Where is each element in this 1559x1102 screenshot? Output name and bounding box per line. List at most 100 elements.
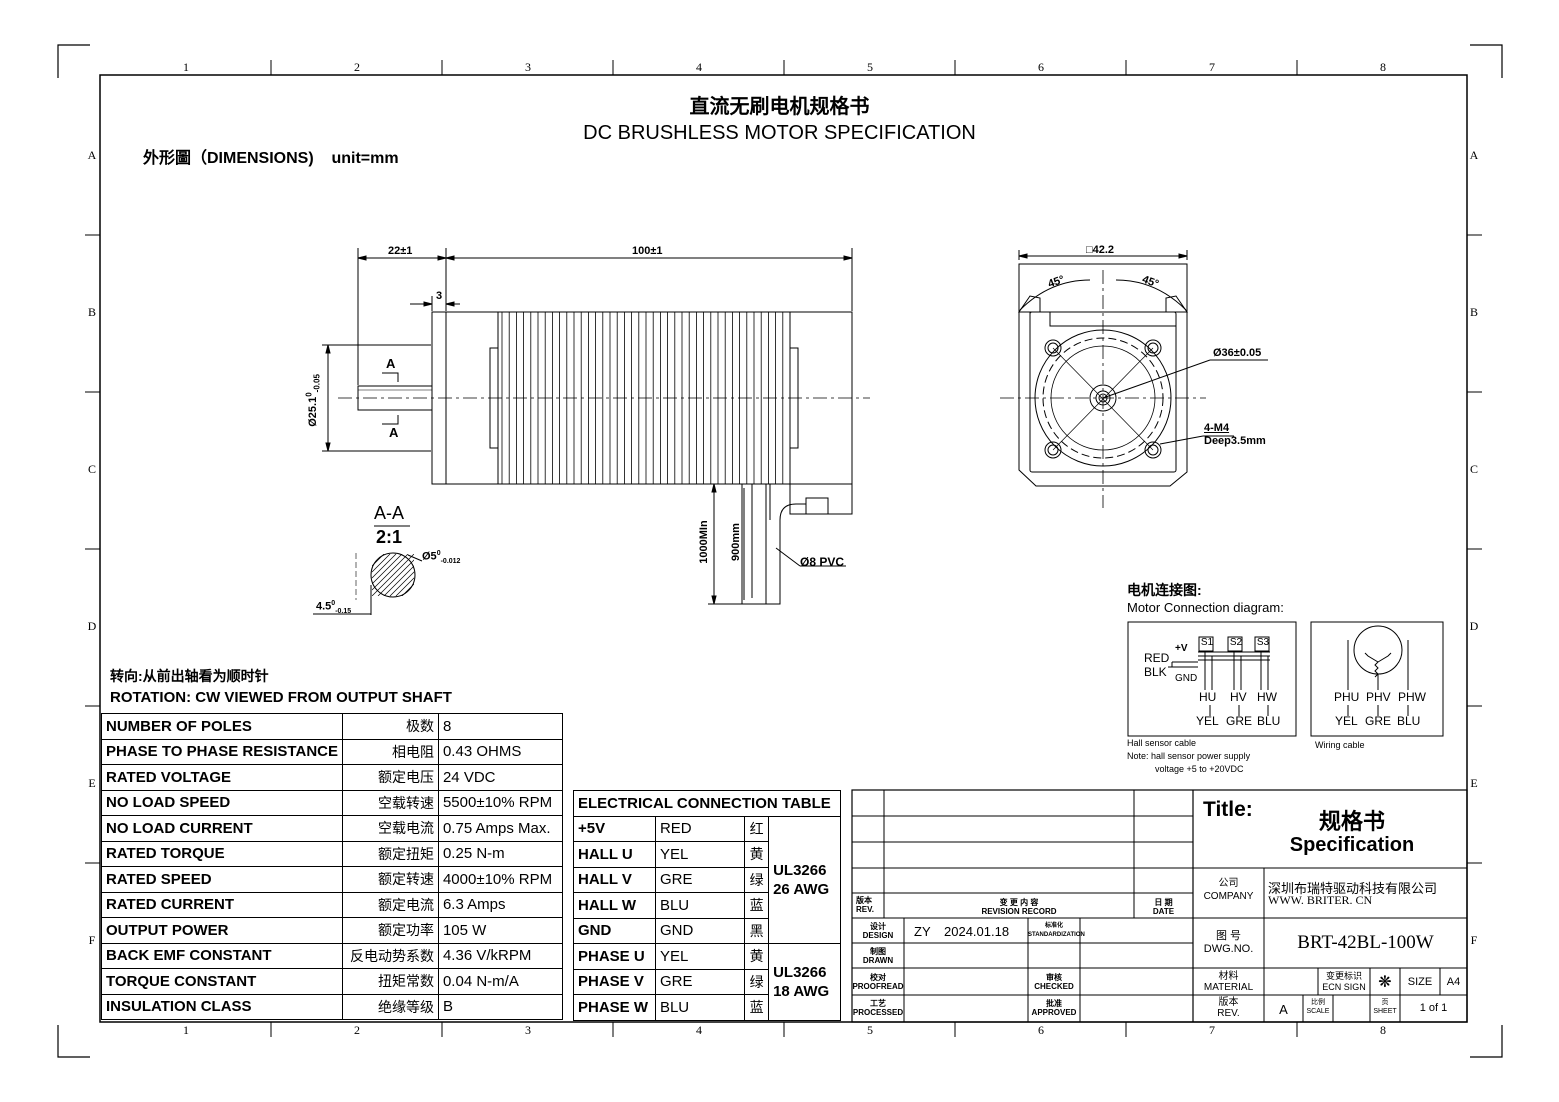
spec-name: NO LOAD SPEED [101, 789, 343, 816]
border-col-label: 7 [1209, 60, 1215, 74]
spec-name: RATED SPEED [101, 866, 343, 893]
border-col-label: 3 [525, 60, 531, 74]
spec-name-cn: 额定电流 [342, 891, 439, 918]
border-row-label: D [87, 619, 97, 633]
phase-blu: BLU [1397, 714, 1421, 728]
tb-sheet: 1 of 1 [1419, 1002, 1448, 1014]
tb-designer: ZY [914, 924, 931, 939]
spec-name-cn: 空载电流 [342, 815, 439, 842]
wire-color: GRE [654, 866, 746, 893]
spec-name: NUMBER OF POLES [101, 713, 343, 740]
hall-caption: Hall sensor cable [1127, 738, 1197, 748]
hole-depth: Deep3.5mm [1204, 435, 1266, 447]
dim-shaft-flat: 4.50-0.15 [316, 600, 352, 615]
spec-name: RATED VOLTAGE [101, 764, 343, 791]
plus-v-label: +V [1175, 643, 1188, 654]
border-row-label: F [88, 933, 96, 947]
tb-rev: A [1279, 1002, 1288, 1017]
spec-value: 0.43 OHMS [437, 738, 564, 765]
spec-name: INSULATION CLASS [101, 993, 343, 1020]
cable-spec: Ø8 PVC [800, 555, 845, 569]
note-line-1: Note: hall sensor power supply [1127, 751, 1251, 761]
wire-color-cn: 蓝 [744, 892, 770, 919]
spec-value: 0.75 Amps Max. [437, 815, 564, 842]
spec-name-cn: 相电阻 [342, 738, 439, 765]
wire-color-cn: 绿 [744, 968, 770, 995]
tb-size-label: SIZE [1407, 976, 1433, 988]
spec-value: 24 VDC [437, 764, 564, 791]
dim-cable-length-total: 1000MIn [698, 520, 710, 564]
spec-value: 5500±10% RPM [437, 789, 564, 816]
tb-title-en: Specification [1289, 834, 1415, 856]
wire-color: YEL [654, 943, 746, 970]
blk-wire-label: BLK [1144, 665, 1167, 679]
signal: HALL U [573, 841, 656, 868]
border-row-label: B [87, 305, 96, 319]
dim-body-diameter: Ø25.10-0.05 [304, 374, 322, 427]
hall-hv: HV [1230, 690, 1247, 704]
wire-color-cn: 蓝 [744, 994, 770, 1021]
wire-color-cn: 红 [744, 815, 770, 842]
border-row-label: C [1469, 462, 1478, 476]
border-col-label: 8 [1380, 1023, 1386, 1037]
border-row-label: E [88, 776, 96, 790]
border-row-label: A [87, 148, 97, 162]
signal: PHASE U [573, 943, 656, 970]
spec-name-cn: 极数 [342, 713, 439, 740]
spec-name-cn: 额定转速 [342, 866, 439, 893]
connection-title-en: Motor Connection diagram: [1127, 600, 1284, 615]
tb-dwg-no: BRT-42BL-100W [1297, 932, 1434, 953]
spec-name: OUTPUT POWER [101, 917, 343, 944]
sensor-s3: S3 [1256, 637, 1270, 648]
section-marker-top: A [386, 356, 396, 371]
phase-yel: YEL [1335, 714, 1358, 728]
phase-phv: PHV [1366, 690, 1391, 704]
wire-color: RED [654, 815, 746, 842]
border-col-label: 6 [1038, 1023, 1044, 1037]
sensor-s1: S1 [1200, 637, 1214, 648]
border-col-label: 6 [1038, 60, 1044, 74]
title-cn: 直流无刷电机规格书 [689, 96, 870, 118]
tb-design-date: 2024.01.18 [944, 924, 1010, 939]
border-row-label: D [1469, 619, 1479, 633]
border-col-label: 7 [1209, 1023, 1215, 1037]
border-row-label: F [1470, 933, 1478, 947]
wire-color: BLU [654, 892, 746, 919]
dim-body-length: 100±1 [632, 245, 663, 257]
border-col-label: 2 [354, 1023, 360, 1037]
rotation-cn: 转向:从前出轴看为顺时针 [110, 668, 269, 684]
spec-name-cn: 扭矩常数 [342, 968, 439, 995]
tb-company-name: 深圳布瑞特驱动科技有限公司 [1268, 881, 1438, 896]
dim-flange-square: □42.2 [1086, 244, 1115, 256]
hall-yel: YEL [1196, 714, 1219, 728]
wire-color: GND [654, 917, 746, 944]
section-title: A-A [374, 503, 405, 523]
signal: GND [573, 917, 656, 944]
wire-color-cn: 黄 [744, 841, 770, 868]
phase-gre: GRE [1365, 714, 1392, 728]
hall-gre: GRE [1226, 714, 1253, 728]
border-col-label: 5 [867, 1023, 873, 1037]
note-line-2: voltage +5 to +20VDC [1155, 764, 1244, 774]
